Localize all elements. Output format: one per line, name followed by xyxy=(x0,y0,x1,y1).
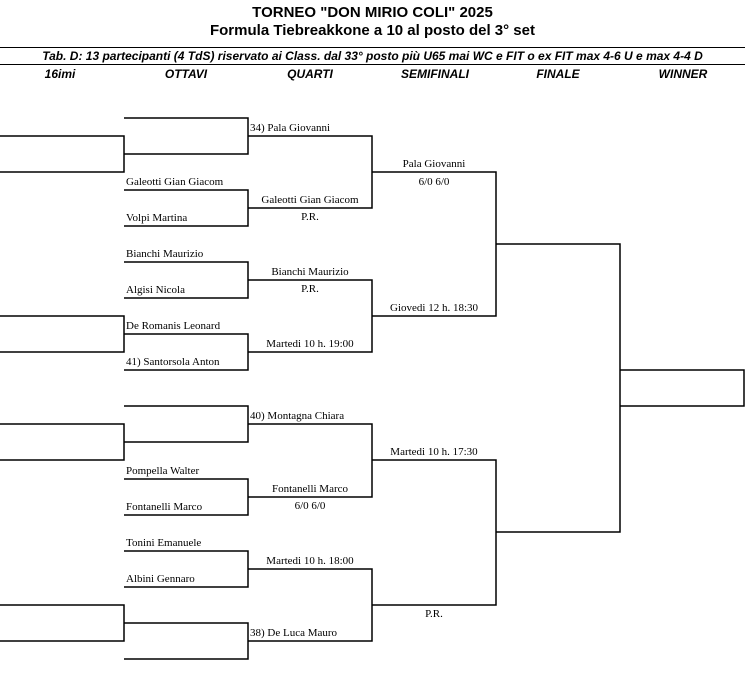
quarti-entry: Bianchi Maurizio xyxy=(271,266,349,278)
ottavi-entry: 41) Santorsola Anton xyxy=(126,356,220,368)
ottavi-entry: Tonini Emanuele xyxy=(126,537,202,549)
ottavi-entry: Algisi Nicola xyxy=(126,284,185,296)
round-header-16imi: 16imi xyxy=(44,67,76,81)
ottavi-entry: Albini Gennaro xyxy=(126,573,195,585)
quarti-entry: Fontanelli Marco xyxy=(271,483,349,495)
round-header-semifinali: SEMIFINALI xyxy=(401,67,469,81)
quarti-entry: Galeotti Gian Giacom xyxy=(261,194,359,206)
tournament-subtitle: Formula Tiebreakkone a 10 al posto del 3… xyxy=(209,22,535,39)
bracket-16imi-1 xyxy=(0,135,125,173)
semi-entry: Giovedi 12 h. 18:30 xyxy=(390,302,478,314)
semi-note: P.R. xyxy=(425,608,443,620)
ottavi-entry: Bianchi Maurizio xyxy=(126,248,204,260)
bracket-16imi-4 xyxy=(0,604,125,642)
round-header-quarti: QUARTI xyxy=(287,67,333,81)
quarti-entry: Martedi 10 h. 19:00 xyxy=(266,338,354,350)
ottavi-entry: Volpi Martina xyxy=(126,212,188,224)
ottavi-entry: Pompella Walter xyxy=(126,465,200,477)
round-header-finale: FINALE xyxy=(536,67,580,81)
bracket-semi-2 xyxy=(372,459,497,606)
ottavi-entry: Galeotti Gian Giacom xyxy=(126,176,224,188)
semi-entry: Pala Giovanni xyxy=(402,158,466,170)
round-header-ottavi: OTTAVI xyxy=(164,67,208,81)
bracket-semi-1 xyxy=(372,171,497,317)
round-header-winner: WINNER xyxy=(658,67,708,81)
quarti-entry: 34) Pala Giovanni xyxy=(250,122,331,134)
bracket-winner xyxy=(620,369,745,407)
semi-entry: Martedi 10 h. 17:30 xyxy=(390,446,478,458)
semi-note: 6/0 6/0 xyxy=(418,176,450,188)
draw-info: Tab. D: 13 partecipanti (4 TdS) riservat… xyxy=(0,47,745,65)
bracket-ottavi-8 xyxy=(124,622,249,660)
ottavi-entry: Fontanelli Marco xyxy=(126,501,203,513)
tournament-title: TORNEO "DON MIRIO COLI" 2025 xyxy=(252,4,493,21)
bracket-ottavi-1 xyxy=(124,117,249,155)
bracket-finale xyxy=(496,243,621,533)
bracket-16imi-3 xyxy=(0,423,125,461)
quarti-entry: Martedi 10 h. 18:00 xyxy=(266,555,354,567)
ottavi-entry: De Romanis Leonard xyxy=(126,320,221,332)
quarti-entry: 40) Montagna Chiara xyxy=(250,410,345,422)
quarti-entry: 38) De Luca Mauro xyxy=(250,627,338,639)
quarti-note: P.R. xyxy=(301,283,319,295)
quarti-note: 6/0 6/0 xyxy=(294,500,326,512)
bracket-ottavi-5 xyxy=(124,405,249,443)
quarti-note: P.R. xyxy=(301,211,319,223)
bracket-16imi-2 xyxy=(0,315,125,353)
